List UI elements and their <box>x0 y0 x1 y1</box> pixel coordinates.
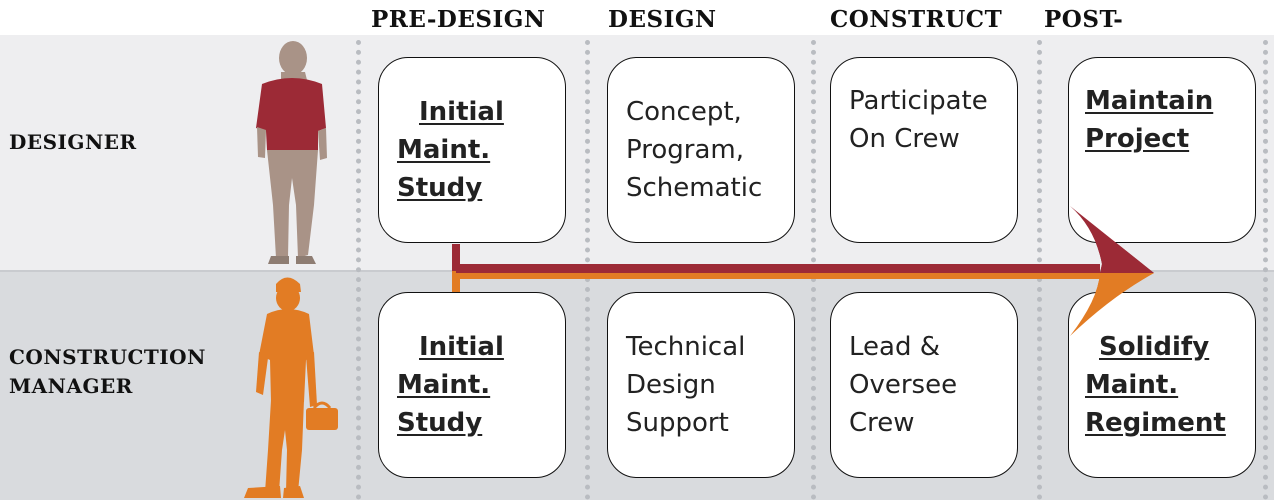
card-line: Schematic <box>626 173 763 203</box>
role-label-designer: DESIGNER <box>9 128 137 157</box>
card-line: Initial <box>419 97 504 127</box>
worker-with-toolbox-icon <box>244 277 338 498</box>
phase-separator <box>1263 40 1268 500</box>
card-line: Project <box>1085 124 1190 154</box>
card-line: Maintain <box>1085 86 1214 116</box>
manager-card-construct: Lead & Oversee Crew <box>830 292 1018 478</box>
card-line: On Crew <box>849 124 960 154</box>
role-label-construction-manager: CONSTRUCTION MANAGER <box>9 343 206 401</box>
card-line: Oversee <box>849 370 958 400</box>
card-line: Solidify <box>1099 332 1210 362</box>
phase-header-design: DESIGN <box>608 6 717 33</box>
card-line: Design <box>626 370 716 400</box>
card-line: Study <box>397 408 483 438</box>
card-line: Crew <box>849 408 915 438</box>
card-line: Concept, <box>626 97 742 127</box>
card-line: Lead & <box>849 332 940 362</box>
role-label-line: MANAGER <box>9 374 133 398</box>
card-line: Study <box>397 173 483 203</box>
card-line: Initial <box>419 332 504 362</box>
card-line: Technical <box>626 332 746 362</box>
card-line: Maint. <box>397 370 491 400</box>
manager-card-design: Technical Design Support <box>607 292 795 478</box>
card-line: Regiment <box>1085 408 1226 438</box>
designer-card-post: Maintain Project <box>1068 57 1256 243</box>
card-line: Program, <box>626 135 744 165</box>
person-standing-icon <box>256 41 327 264</box>
phase-separator <box>356 40 361 500</box>
card-line: Support <box>626 408 729 438</box>
arrow-head-upper <box>1070 206 1154 273</box>
phase-header-construct: CONSTRUCT <box>830 6 1003 33</box>
manager-card-pre-design: Initial Maint. Study <box>378 292 566 478</box>
phase-header-pre-design: PRE-DESIGN <box>371 6 546 33</box>
arrow-head-lower <box>1070 273 1154 336</box>
phase-header-post: POST- <box>1044 6 1124 33</box>
card-line: Maint. <box>1085 370 1179 400</box>
designer-card-design: Concept, Program, Schematic <box>607 57 795 243</box>
designer-card-construct: Participate On Crew <box>830 57 1018 243</box>
manager-card-post: Solidify Maint. Regiment <box>1068 292 1256 478</box>
designer-card-pre-design: Initial Maint. Study <box>378 57 566 243</box>
role-label-line: CONSTRUCTION <box>9 345 206 369</box>
card-line: Participate <box>849 86 988 116</box>
card-line: Maint. <box>397 135 491 165</box>
role-label-designer-text: DESIGNER <box>9 130 137 154</box>
